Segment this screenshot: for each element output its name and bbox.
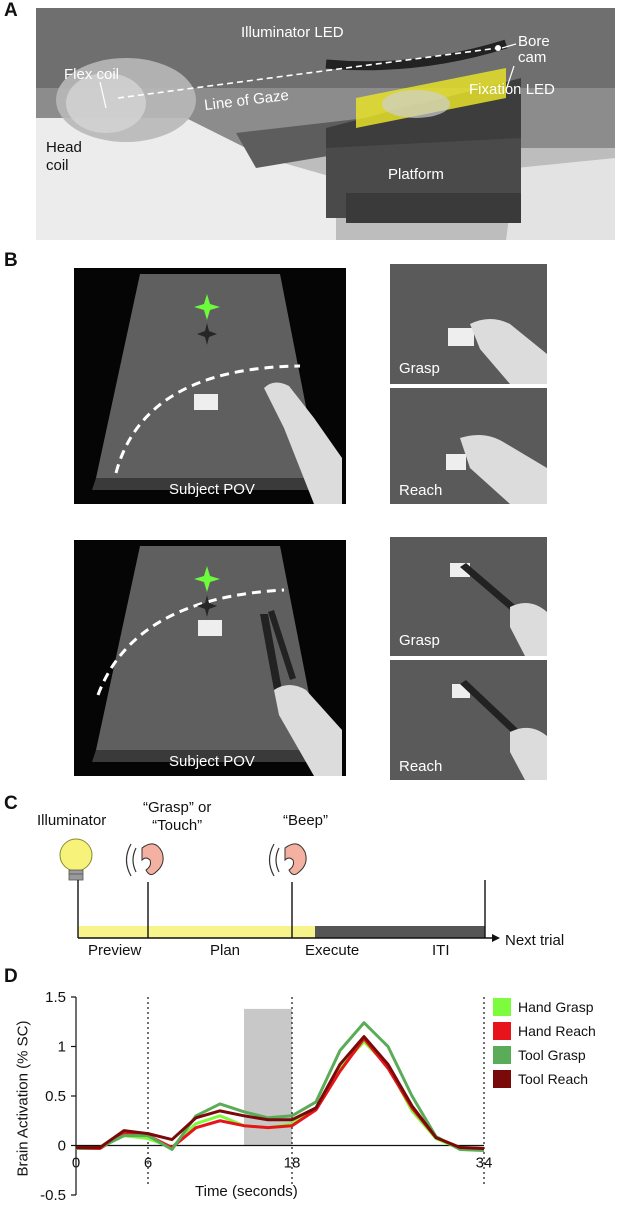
object-block-tool xyxy=(198,620,222,636)
legend-label-hand-grasp: Hand Grasp xyxy=(518,999,594,1015)
legend-swatch-hand-grasp xyxy=(493,998,511,1016)
label-bore-cam: Bore cam xyxy=(518,33,550,66)
subject-pov-label-2: Subject POV xyxy=(169,753,255,770)
hand-grasp-label: Grasp xyxy=(399,360,440,377)
y-tick-label: 0.5 xyxy=(45,1088,66,1105)
tool-pov-photo: Subject POV xyxy=(74,540,346,776)
legend-item-hand-reach: Hand Reach xyxy=(493,1019,617,1043)
legend-label-hand-reach: Hand Reach xyxy=(518,1023,596,1039)
y-tick-label: 0 xyxy=(58,1138,66,1155)
label-flex-coil: Flex coil xyxy=(64,66,120,83)
execute-phase-bar xyxy=(315,926,485,938)
object-block xyxy=(194,394,218,410)
series-line-tool-reach xyxy=(76,1035,485,1150)
legend-label-tool-reach: Tool Reach xyxy=(518,1071,589,1087)
dark-fixation-star xyxy=(197,323,217,345)
panel-b-letter: B xyxy=(4,250,18,271)
cue-illuminator-label: Illuminator xyxy=(37,812,107,829)
series-line-tool-grasp xyxy=(75,1021,485,1152)
hand-grasp-photo: Grasp xyxy=(390,264,547,384)
x-tick-label: 0 xyxy=(72,1155,80,1172)
label-illuminator-led: Illuminator LED xyxy=(241,24,344,41)
tool-grasp-photo: Grasp xyxy=(390,537,547,656)
ear-icon-grasp xyxy=(125,843,164,877)
legend-item-hand-grasp: Hand Grasp xyxy=(493,995,617,1019)
x-tick-label: 18 xyxy=(284,1155,301,1172)
x-tick-label: 34 xyxy=(476,1155,493,1172)
x-tick-label: 6 xyxy=(144,1155,152,1172)
shaded-window xyxy=(244,1008,292,1146)
next-trial-label: Next trial xyxy=(505,932,565,949)
ear-icon-beep xyxy=(268,843,307,877)
tool-reach-label: Reach xyxy=(399,758,443,775)
phase-iti: ITI xyxy=(432,942,450,959)
lightbulb-icon xyxy=(59,838,93,881)
legend-swatch-tool-reach xyxy=(493,1070,511,1088)
panel-c-letter: C xyxy=(4,793,18,814)
hand-reach-photo: Reach xyxy=(390,388,547,504)
trial-timeline xyxy=(59,838,500,942)
dark-fixation-star-tool xyxy=(197,595,217,617)
legend-item-tool-reach: Tool Reach xyxy=(493,1067,617,1091)
y-tick-label: -0.5 xyxy=(40,1187,66,1204)
green-fixation-star xyxy=(194,294,220,320)
label-head-coil: Head coil xyxy=(46,139,82,174)
legend-label-tool-grasp: Tool Grasp xyxy=(518,1047,586,1063)
phase-execute: Execute xyxy=(305,942,360,959)
hand-pov-photo: Subject POV xyxy=(74,268,346,504)
activation-chart: 1.5 1 0.5 0 -0.5 0 6 18 34 xyxy=(40,989,493,1204)
label-platform: Platform xyxy=(388,166,444,183)
panel-a-letter: A xyxy=(4,0,18,21)
cue-grasp-label: “Grasp” or “Touch” xyxy=(143,799,212,834)
legend-swatch-tool-grasp xyxy=(493,1046,511,1064)
phase-plan: Plan xyxy=(210,942,241,959)
tool-grasp-label: Grasp xyxy=(399,632,440,649)
setup-illustration xyxy=(36,8,615,240)
y-tick-label: 1 xyxy=(58,1039,66,1056)
label-fixation-led: Fixation LED xyxy=(469,81,555,98)
panel-d-letter: D xyxy=(4,966,18,987)
legend-item-tool-grasp: Tool Grasp xyxy=(493,1043,617,1067)
subject-pov-label-1: Subject POV xyxy=(169,481,255,498)
line-of-gaze xyxy=(117,47,499,99)
phase-preview: Preview xyxy=(88,942,142,959)
x-axis-label: Time (seconds) xyxy=(195,1183,298,1200)
y-tick-label: 1.5 xyxy=(45,989,66,1006)
hand-reach-label: Reach xyxy=(399,482,443,499)
chart-legend: Hand Grasp Hand Reach Tool Grasp Tool Re… xyxy=(493,995,617,1091)
plan-phase-bar xyxy=(78,926,315,938)
cue-beep-label: “Beep” xyxy=(283,812,329,829)
setup-photo: Illuminator LED Bore cam Flex coil Line … xyxy=(36,8,615,240)
tool-reach-photo: Reach xyxy=(390,660,547,780)
legend-swatch-hand-reach xyxy=(493,1022,511,1040)
green-fixation-star-tool xyxy=(194,566,220,592)
